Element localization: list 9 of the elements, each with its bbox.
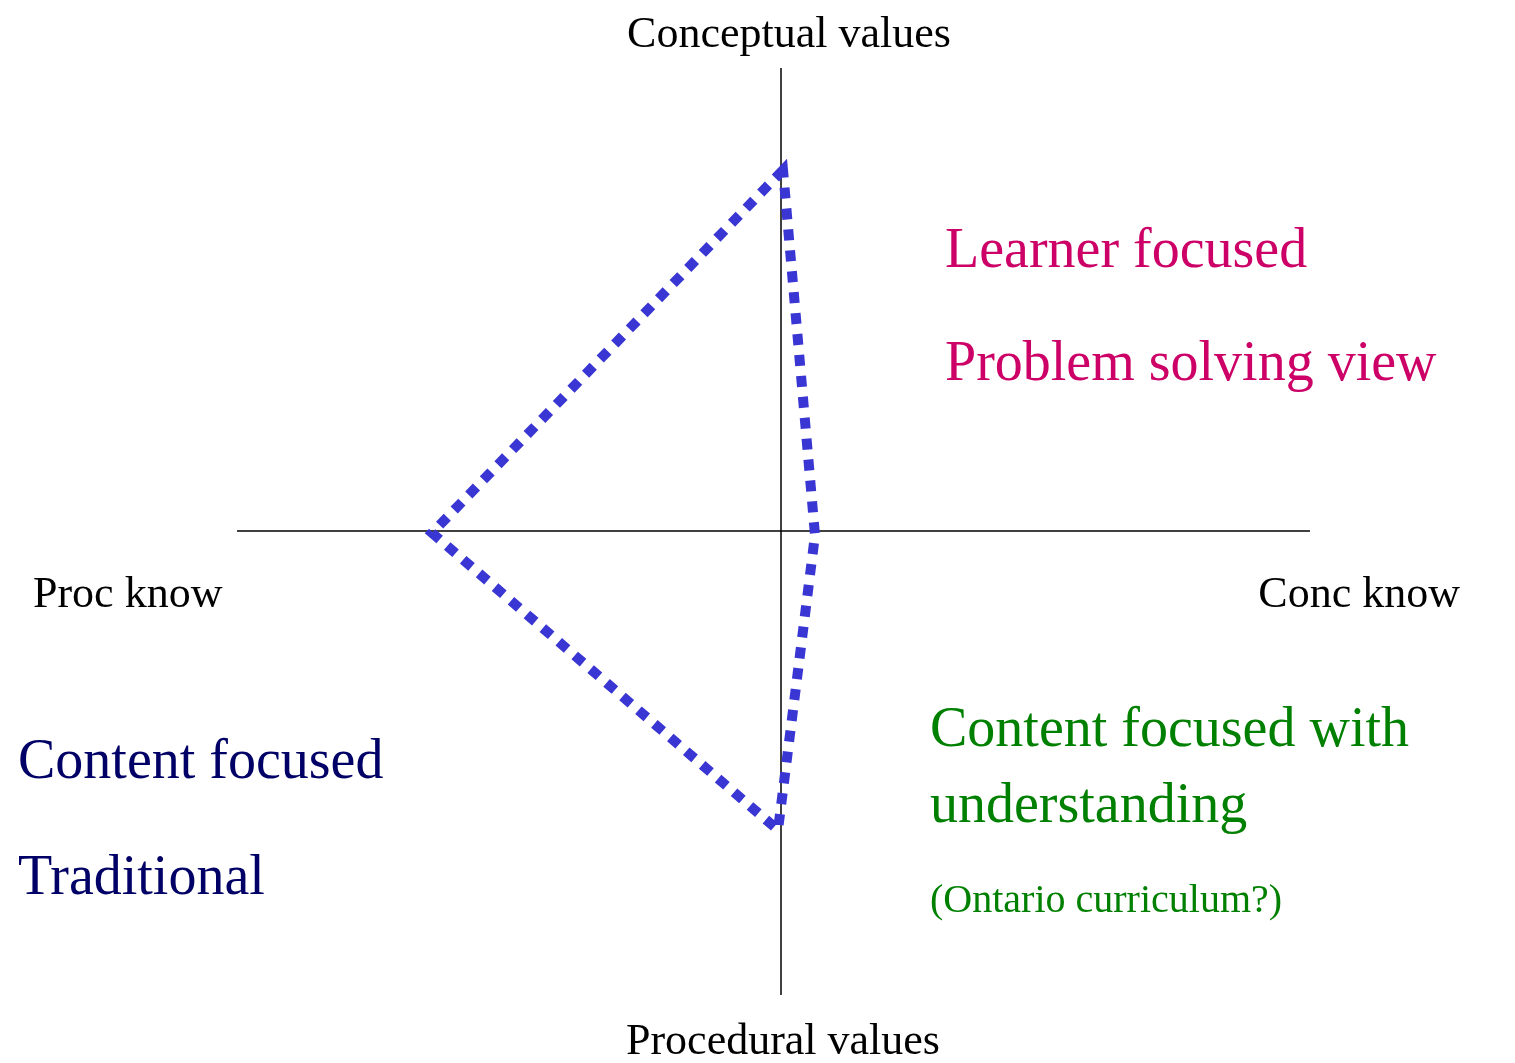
axis-label: Conceptual values (627, 11, 951, 56)
quadrant-label: Learner focused (945, 219, 1308, 276)
quadrant-label: Traditional (18, 846, 265, 903)
axis-label: Conc know (1258, 571, 1460, 616)
axis-label: Procedural values (626, 1018, 940, 1063)
quadrant-label: Content focused with understanding (930, 695, 1411, 837)
quadrant-label: Content focused (18, 730, 384, 787)
quadrant-label: (Ontario curriculum?) (930, 879, 1283, 920)
axis-label: Proc know (33, 571, 223, 616)
